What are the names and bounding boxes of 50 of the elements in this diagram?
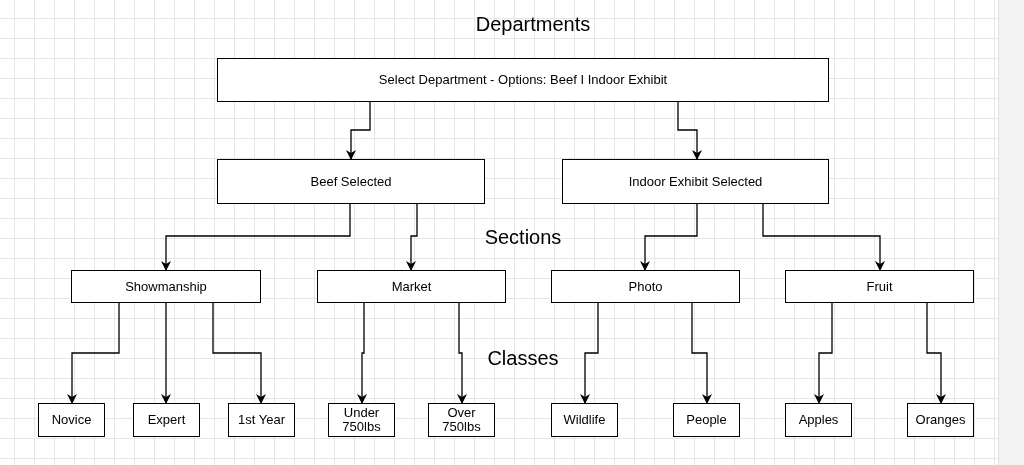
connector-arrow <box>67 302 120 404</box>
node-label: Photo <box>628 279 663 294</box>
connector-arrow <box>814 302 833 404</box>
node-label: Novice <box>51 413 92 427</box>
node-label: Expert <box>147 413 186 427</box>
node-label: Under 750lbs <box>341 406 382 434</box>
process-box <box>217 58 829 102</box>
connector-arrow <box>640 203 698 271</box>
process-box <box>317 270 506 303</box>
node-label: Showmanship <box>125 279 207 294</box>
connector-arrow <box>762 203 885 271</box>
process-box <box>328 403 395 437</box>
process-box <box>38 403 105 437</box>
connector-arrow <box>346 101 371 160</box>
process-box <box>551 403 618 437</box>
process-box <box>785 270 974 303</box>
connector-arrow <box>357 302 367 404</box>
process-box <box>551 270 740 303</box>
process-box <box>562 159 829 204</box>
node-label: Over 750lbs <box>441 406 482 434</box>
node-label: 1st Year <box>238 413 285 427</box>
node-label: Oranges <box>915 413 966 427</box>
process-box <box>228 403 295 437</box>
node-label: Select Department - Options: Beef I Indoor Exhibit <box>378 73 668 87</box>
process-box <box>428 403 495 437</box>
connector-arrow <box>161 203 351 271</box>
connector-arrow <box>212 302 266 404</box>
process-box <box>217 159 485 204</box>
connector-arrow <box>457 302 467 404</box>
connector-arrow <box>926 302 946 404</box>
connector-arrow <box>677 101 702 160</box>
section-heading: Sections <box>484 226 562 249</box>
node-label: Beef Selected <box>310 174 392 189</box>
node-label: Market <box>391 279 432 294</box>
section-heading: Departments <box>475 13 591 36</box>
process-box <box>133 403 200 437</box>
node-label: Fruit <box>866 279 893 294</box>
connector-arrow <box>161 302 171 404</box>
connector-arrow <box>691 302 712 404</box>
connector-arrow <box>580 302 599 404</box>
process-box <box>71 270 261 303</box>
node-label: Apples <box>798 413 839 427</box>
node-label: People <box>686 413 727 427</box>
process-box <box>785 403 852 437</box>
process-box <box>673 403 740 437</box>
connector-arrow <box>406 203 418 271</box>
section-heading: Classes <box>487 347 559 370</box>
node-label: Indoor Exhibit Selected <box>628 174 763 189</box>
node-label: Wildlife <box>563 413 606 427</box>
process-box <box>907 403 974 437</box>
